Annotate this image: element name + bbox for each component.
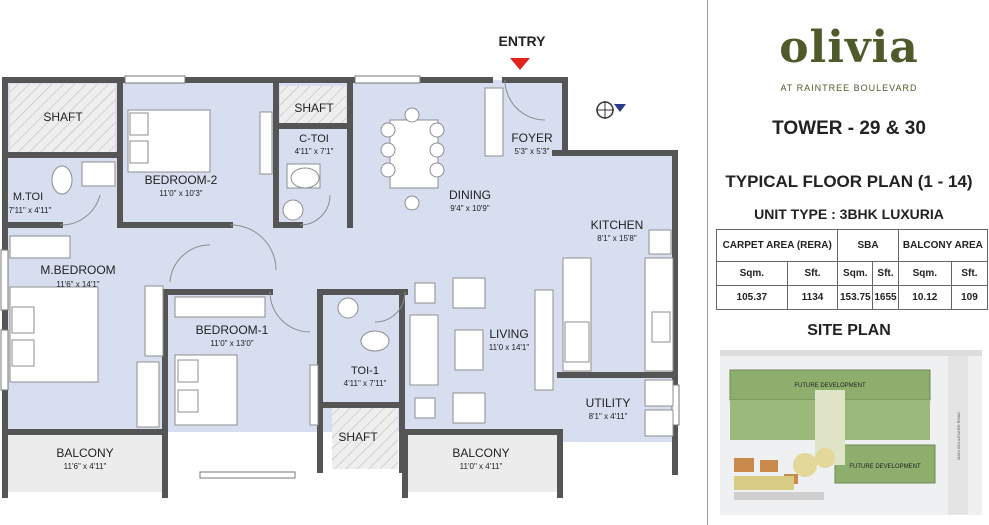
- area-value: 109: [950, 285, 989, 310]
- floor-plan: ENTRY SHAFT SHAFT SHAFT M.TOI 7'11" x 4'…: [0, 33, 680, 498]
- mtoi-name: M.TOI: [13, 191, 43, 203]
- dining-name: DINING: [449, 188, 491, 202]
- entry-marker: [510, 58, 530, 70]
- bedroom1-size: 11'0" x 13'0": [210, 339, 253, 348]
- shaft-left-area: [10, 84, 115, 152]
- mbedroom-name: M.BEDROOM: [40, 263, 115, 277]
- site-road-label: MAIN BOULEVARD ROAD: [956, 412, 961, 460]
- area-unit: Sqm.: [897, 261, 952, 286]
- balcony-right-size: 11'0" x 4'11": [460, 462, 503, 471]
- area-table: CARPET AREA (RERA) SBA BALCONY AREA Sqm.…: [715, 229, 989, 310]
- balcony-left-name: BALCONY: [56, 446, 113, 460]
- living-size: 11'0 x 14'1": [489, 343, 530, 352]
- area-header-sba: SBA: [837, 229, 899, 262]
- balcony-left-size: 11'6" x 4'11": [64, 462, 107, 471]
- kitchen-size: 8'1" x 15'8": [597, 234, 637, 243]
- brand-logo: olivia: [779, 22, 919, 73]
- shaft-bottom-label: SHAFT: [338, 430, 378, 444]
- balcony-right-name: BALCONY: [452, 446, 509, 460]
- site-label-bottom: FUTURE DEVELOPMENT: [849, 464, 921, 470]
- area-value: 1655: [872, 285, 899, 310]
- unit-type: UNIT TYPE : 3BHK LUXURIA: [754, 206, 944, 222]
- dining-size: 9'4" x 10'9": [450, 204, 490, 213]
- bedroom1-name: BEDROOM-1: [196, 323, 269, 337]
- floor-plan-title: TYPICAL FLOOR PLAN (1 - 14): [725, 172, 973, 191]
- shaft-top-label: SHAFT: [294, 101, 334, 115]
- site-label-top: FUTURE DEVELOPMENT: [794, 383, 866, 389]
- area-unit: Sft.: [950, 261, 989, 286]
- mtoi-size: 7'11" x 4'11": [9, 206, 52, 215]
- furniture: [9, 87, 674, 437]
- utility-name: UTILITY: [586, 396, 631, 410]
- mbedroom-size: 11'6" x 14'1": [56, 280, 99, 289]
- windows: [0, 75, 680, 479]
- utility-size: 8'1" x 4'11": [589, 412, 628, 421]
- compass-icon: [596, 101, 626, 119]
- area-unit: Sqm.: [837, 261, 874, 286]
- area-unit: Sft.: [872, 261, 899, 286]
- area-value: 153.75: [837, 285, 874, 310]
- area-header-balcony: BALCONY AREA: [897, 229, 989, 262]
- area-value: 1134: [786, 285, 839, 310]
- door-swings: [59, 79, 546, 333]
- room-labels: ENTRY SHAFT SHAFT SHAFT M.TOI 7'11" x 4'…: [9, 33, 644, 471]
- site-plan-map: FUTURE DEVELOPMENT FUTURE DEVELOPMENT MA…: [720, 350, 982, 515]
- shaft-left-label: SHAFT: [43, 110, 83, 124]
- area-unit: Sqm.: [716, 261, 788, 286]
- area-unit: Sft.: [786, 261, 839, 286]
- foyer-name: FOYER: [511, 131, 553, 145]
- bedroom2-size: 11'0" x 10'3": [159, 189, 202, 198]
- toi1-size: 4'11" x 7'11": [344, 379, 387, 388]
- area-value: 105.37: [716, 285, 788, 310]
- toi1-name: TOI-1: [351, 365, 379, 377]
- bedroom2-name: BEDROOM-2: [145, 173, 218, 187]
- site-plan-title: SITE PLAN: [807, 322, 891, 339]
- ctoi-name: C-TOI: [299, 133, 329, 145]
- foyer-size: 5'3" x 5'3": [515, 147, 550, 156]
- ctoi-size: 4'11" x 7'1": [295, 147, 334, 156]
- area-value: 10.12: [897, 285, 952, 310]
- kitchen-name: KITCHEN: [591, 218, 644, 232]
- area-header-carpet: CARPET AREA (RERA): [715, 229, 839, 262]
- shaft-bottom-area: [332, 407, 398, 469]
- info-panel: olivia AT RAINTREE BOULEVARD TOWER - 29 …: [707, 0, 989, 525]
- shaft-top-area: [280, 86, 346, 124]
- brand-subtitle: AT RAINTREE BOULEVARD: [780, 83, 918, 93]
- entry-label: ENTRY: [499, 33, 547, 49]
- living-name: LIVING: [489, 327, 528, 341]
- tower-title: TOWER - 29 & 30: [772, 118, 926, 139]
